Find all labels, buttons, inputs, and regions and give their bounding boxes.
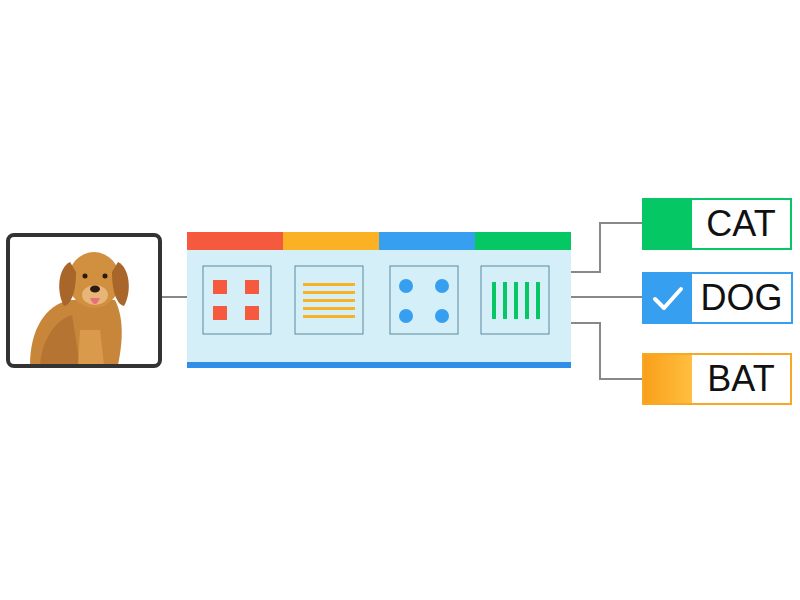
label-area: CAT bbox=[692, 200, 790, 248]
class-box: CAT bbox=[642, 198, 792, 250]
feature-icon bbox=[303, 291, 355, 294]
feature-icon bbox=[536, 282, 540, 319]
dog-body bbox=[30, 300, 122, 365]
feature-icon bbox=[492, 282, 496, 319]
layer-square bbox=[203, 266, 271, 334]
feature-icon bbox=[503, 282, 507, 319]
class-box: DOG bbox=[642, 272, 793, 324]
class-color-block bbox=[644, 355, 692, 403]
feature-icon bbox=[435, 279, 449, 293]
class-box: BAT bbox=[642, 353, 792, 405]
output-wire bbox=[571, 296, 642, 298]
label-area: BAT bbox=[692, 355, 790, 403]
dog-snout bbox=[82, 285, 108, 305]
check-mark-path bbox=[655, 289, 681, 308]
class-color-block bbox=[644, 200, 692, 248]
color-bar bbox=[283, 232, 379, 250]
dog-ear bbox=[59, 262, 76, 306]
layer-square bbox=[481, 266, 549, 334]
bottom-bar bbox=[187, 362, 571, 368]
output-wire bbox=[571, 323, 642, 379]
class-color-block bbox=[644, 274, 692, 322]
color-bar bbox=[475, 232, 571, 250]
dog-chest bbox=[78, 330, 104, 365]
dog-fur-shade bbox=[40, 315, 80, 365]
dog-photo bbox=[9, 236, 159, 365]
feature-icon bbox=[303, 283, 355, 286]
color-bar bbox=[187, 232, 283, 250]
feature-icon bbox=[213, 306, 227, 320]
feature-icon bbox=[245, 306, 259, 320]
input-wire bbox=[161, 296, 187, 298]
feature-icon bbox=[303, 299, 355, 302]
feature-icon bbox=[303, 315, 355, 318]
dog-head bbox=[68, 252, 120, 308]
layer-square bbox=[390, 266, 458, 334]
feature-icon bbox=[399, 279, 413, 293]
class-label: BAT bbox=[707, 361, 774, 397]
feature-icon bbox=[245, 280, 259, 294]
photo-frame bbox=[8, 235, 160, 366]
dog-tongue bbox=[90, 298, 100, 304]
feature-icon bbox=[435, 309, 449, 323]
color-bar bbox=[379, 232, 475, 250]
feature-icon bbox=[303, 307, 355, 310]
feature-icon bbox=[525, 282, 529, 319]
dog-eye bbox=[83, 274, 88, 279]
dog-nose bbox=[90, 286, 100, 293]
dog-eye bbox=[103, 274, 108, 279]
output-wire bbox=[571, 223, 642, 272]
label-area: DOG bbox=[692, 274, 791, 322]
class-label: DOG bbox=[700, 280, 782, 316]
layer-square bbox=[295, 266, 363, 334]
model-panel bbox=[187, 250, 571, 362]
photo-background bbox=[9, 236, 159, 365]
feature-icon bbox=[213, 280, 227, 294]
feature-icon bbox=[399, 309, 413, 323]
class-label: CAT bbox=[706, 206, 775, 242]
check-mark bbox=[644, 274, 692, 322]
feature-icon bbox=[514, 282, 518, 319]
dog-ear bbox=[112, 262, 129, 306]
